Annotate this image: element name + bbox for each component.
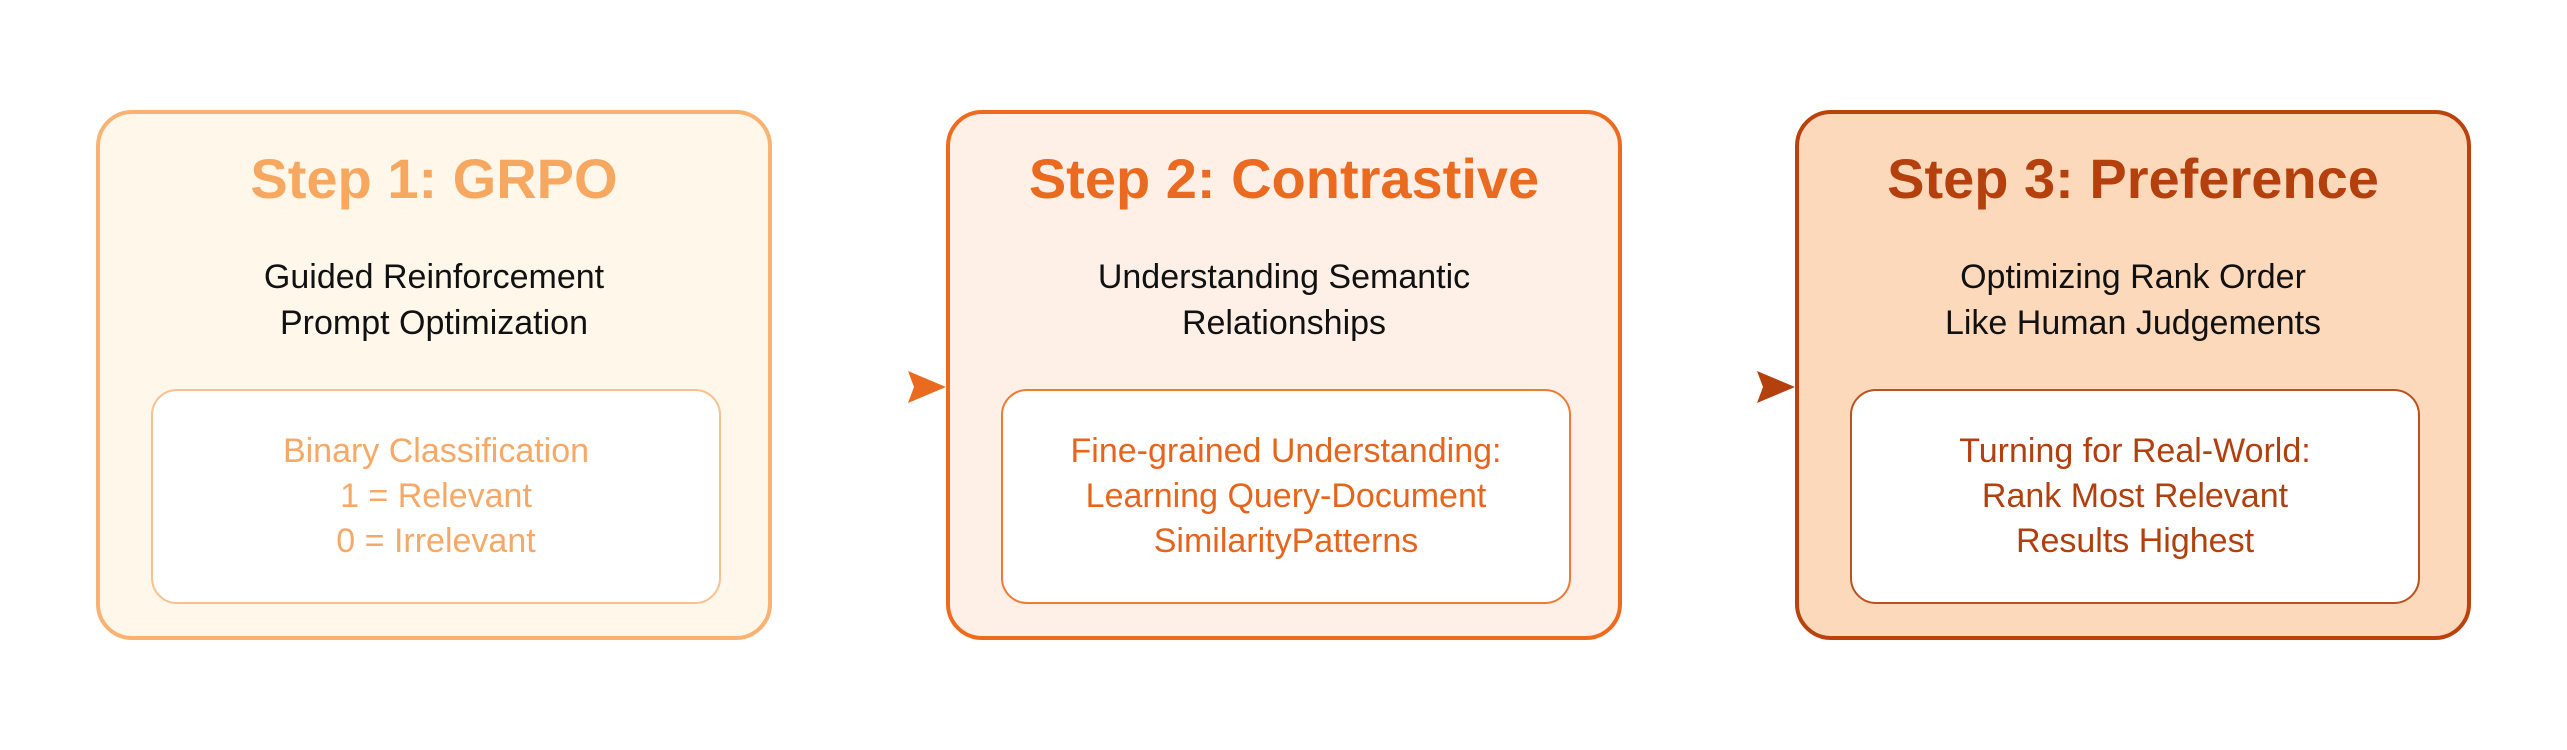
step-3-card: Step 3: Preference Optimizing Rank Order… — [1795, 110, 2471, 640]
step-3-detail-line: Results Highest — [2015, 522, 2255, 560]
step-2-detail-line: Learning Query-Document — [1085, 477, 1487, 515]
step-2-subtitle-line: Relationships — [1181, 304, 1387, 342]
arrow-step1-to-step2 — [772, 371, 946, 403]
step-1-subtitle: Guided Reinforcement Prompt Optimization — [100, 254, 768, 346]
step-1-subtitle-line: Guided Reinforcement — [263, 258, 605, 296]
step-1-detail-box: Binary Classification 1 = Relevant 0 = I… — [151, 389, 721, 604]
step-3-detail-line: Rank Most Relevant — [1981, 477, 2289, 515]
step-3-title: Step 3: Preference — [1887, 147, 2379, 210]
step-3-detail-box: Turning for Real-World: Rank Most Releva… — [1850, 389, 2420, 604]
step-3-detail-line: Turning for Real-World: — [1959, 432, 2311, 470]
step-1-card: Step 1: GRPO Guided Reinforcement Prompt… — [96, 110, 772, 640]
step-2-title: Step 2: Contrastive — [1028, 147, 1540, 210]
step-2-detail-line: Fine-grained Understanding: — [1070, 432, 1502, 470]
step-3-subtitle-line: Like Human Judgements — [1944, 304, 2322, 342]
step-1-detail-line: Binary Classification — [282, 432, 590, 470]
step-2-detail-line: SimilarityPatterns — [1153, 522, 1419, 560]
step-3-subtitle: Optimizing Rank Order Like Human Judgeme… — [1799, 254, 2467, 346]
arrow-step2-to-step3 — [1622, 371, 1795, 403]
step-2-card: Step 2: Contrastive Understanding Semant… — [946, 110, 1622, 640]
step-2-detail-box: Fine-grained Understanding: Learning Que… — [1001, 389, 1571, 604]
step-3-subtitle-line: Optimizing Rank Order — [1960, 258, 2306, 296]
step-1-detail-line: 1 = Relevant — [340, 477, 532, 515]
step-1-title: Step 1: GRPO — [250, 147, 618, 210]
step-1-detail-line: 0 = Irrelevant — [336, 522, 536, 560]
step-2-subtitle: Understanding Semantic Relationships — [950, 254, 1618, 346]
step-1-subtitle-line: Prompt Optimization — [280, 304, 588, 342]
step-2-subtitle-line: Understanding Semantic — [1097, 258, 1471, 296]
